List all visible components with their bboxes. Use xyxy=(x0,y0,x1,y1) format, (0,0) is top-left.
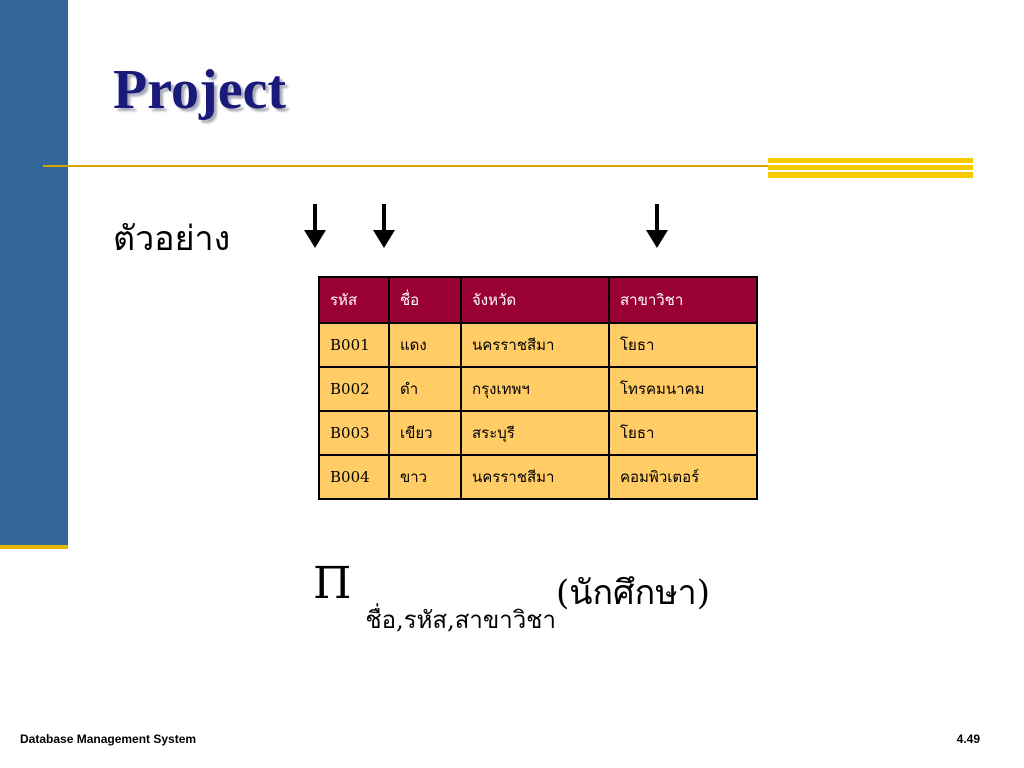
column-header: ชื่อ xyxy=(388,276,462,324)
table-cell: B002 xyxy=(318,366,390,412)
down-arrow-icon xyxy=(646,204,668,248)
projection-relation: (นักศึกษา) xyxy=(555,573,710,613)
table-row: B002 ดำ กรุงเทพฯ โทรคมนาคม xyxy=(318,366,758,412)
column-header: จังหวัด xyxy=(460,276,610,324)
column-header: รหัส xyxy=(318,276,390,324)
table-cell: ดำ xyxy=(388,366,462,412)
table-cell: โยธา xyxy=(608,410,758,456)
table-cell: โทรคมนาคม xyxy=(608,366,758,412)
left-sidebar-bar xyxy=(0,0,68,545)
projection-attributes: ชื่อ,รหัส,สาขาวิชา xyxy=(365,606,556,634)
title-divider xyxy=(43,165,973,167)
table-cell: แดง xyxy=(388,322,462,368)
footer-course-title: Database Management System xyxy=(20,732,197,746)
table-cell: โยธา xyxy=(608,322,758,368)
projection-operator: Π xyxy=(313,558,352,609)
table-row: B004 ขาว นครราชสีมา คอมพิวเตอร์ xyxy=(318,454,758,500)
title-divider-accent xyxy=(768,158,973,178)
table-cell: นครราชสีมา xyxy=(460,454,610,500)
table-header-row: รหัส ชื่อ จังหวัด สาขาวิชา xyxy=(318,276,758,324)
example-label: ตัวอย่าง xyxy=(113,219,231,259)
down-arrow-icon xyxy=(373,204,395,248)
footer-page-number: 4.49 xyxy=(956,732,980,746)
down-arrow-icon xyxy=(304,204,326,248)
table-row: B003 เขียว สระบุรี โยธา xyxy=(318,410,758,456)
table-cell: สระบุรี xyxy=(460,410,610,456)
table-cell: ขาว xyxy=(388,454,462,500)
table-cell: คอมพิวเตอร์ xyxy=(608,454,758,500)
column-header: สาขาวิชา xyxy=(608,276,758,324)
table-cell: เขียว xyxy=(388,410,462,456)
table-row: B001 แดง นครราชสีมา โยธา xyxy=(318,322,758,368)
table-cell: B003 xyxy=(318,410,390,456)
table-cell: นครราชสีมา xyxy=(460,322,610,368)
table-cell: B004 xyxy=(318,454,390,500)
table-cell: กรุงเทพฯ xyxy=(460,366,610,412)
left-sidebar-bar-accent xyxy=(0,545,68,549)
projection-expression: Πชื่อ,รหัส,สาขาวิชา(นักศึกษา) xyxy=(313,562,710,633)
table-cell: B001 xyxy=(318,322,390,368)
slide-title: Project xyxy=(113,59,287,121)
student-table: รหัส ชื่อ จังหวัด สาขาวิชา B001 แดง นครร… xyxy=(318,276,758,500)
